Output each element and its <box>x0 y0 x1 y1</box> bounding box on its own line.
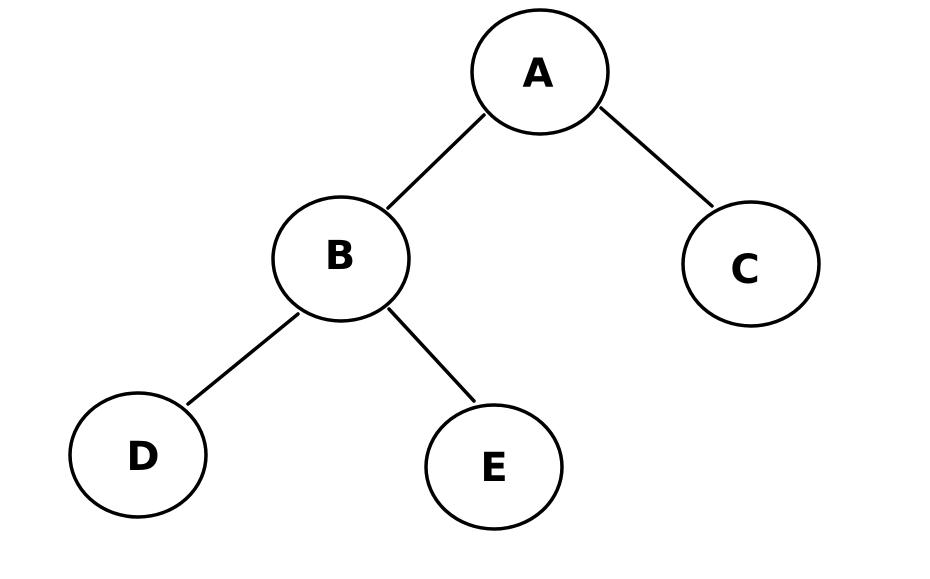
edge-a-c <box>599 106 714 208</box>
edge-b-e <box>387 307 476 403</box>
node-b-label: B <box>325 233 356 279</box>
edge-b-d <box>186 312 300 406</box>
node-c-circle <box>681 200 821 328</box>
node-a-circle <box>470 8 610 136</box>
node-a-label: A <box>523 51 554 97</box>
node-d: D <box>68 391 208 519</box>
node-d-label: D <box>126 434 159 480</box>
node-a: A <box>470 8 610 136</box>
node-b-circle <box>271 195 411 323</box>
node-c: C <box>681 200 821 328</box>
node-e-label: E <box>480 445 507 491</box>
node-b: B <box>271 195 411 323</box>
edge-a-b <box>386 113 486 210</box>
node-c-label: C <box>730 247 759 293</box>
edges-layer <box>186 106 714 406</box>
node-d-circle <box>68 391 208 519</box>
node-e: E <box>424 403 564 531</box>
node-e-circle <box>424 403 564 531</box>
